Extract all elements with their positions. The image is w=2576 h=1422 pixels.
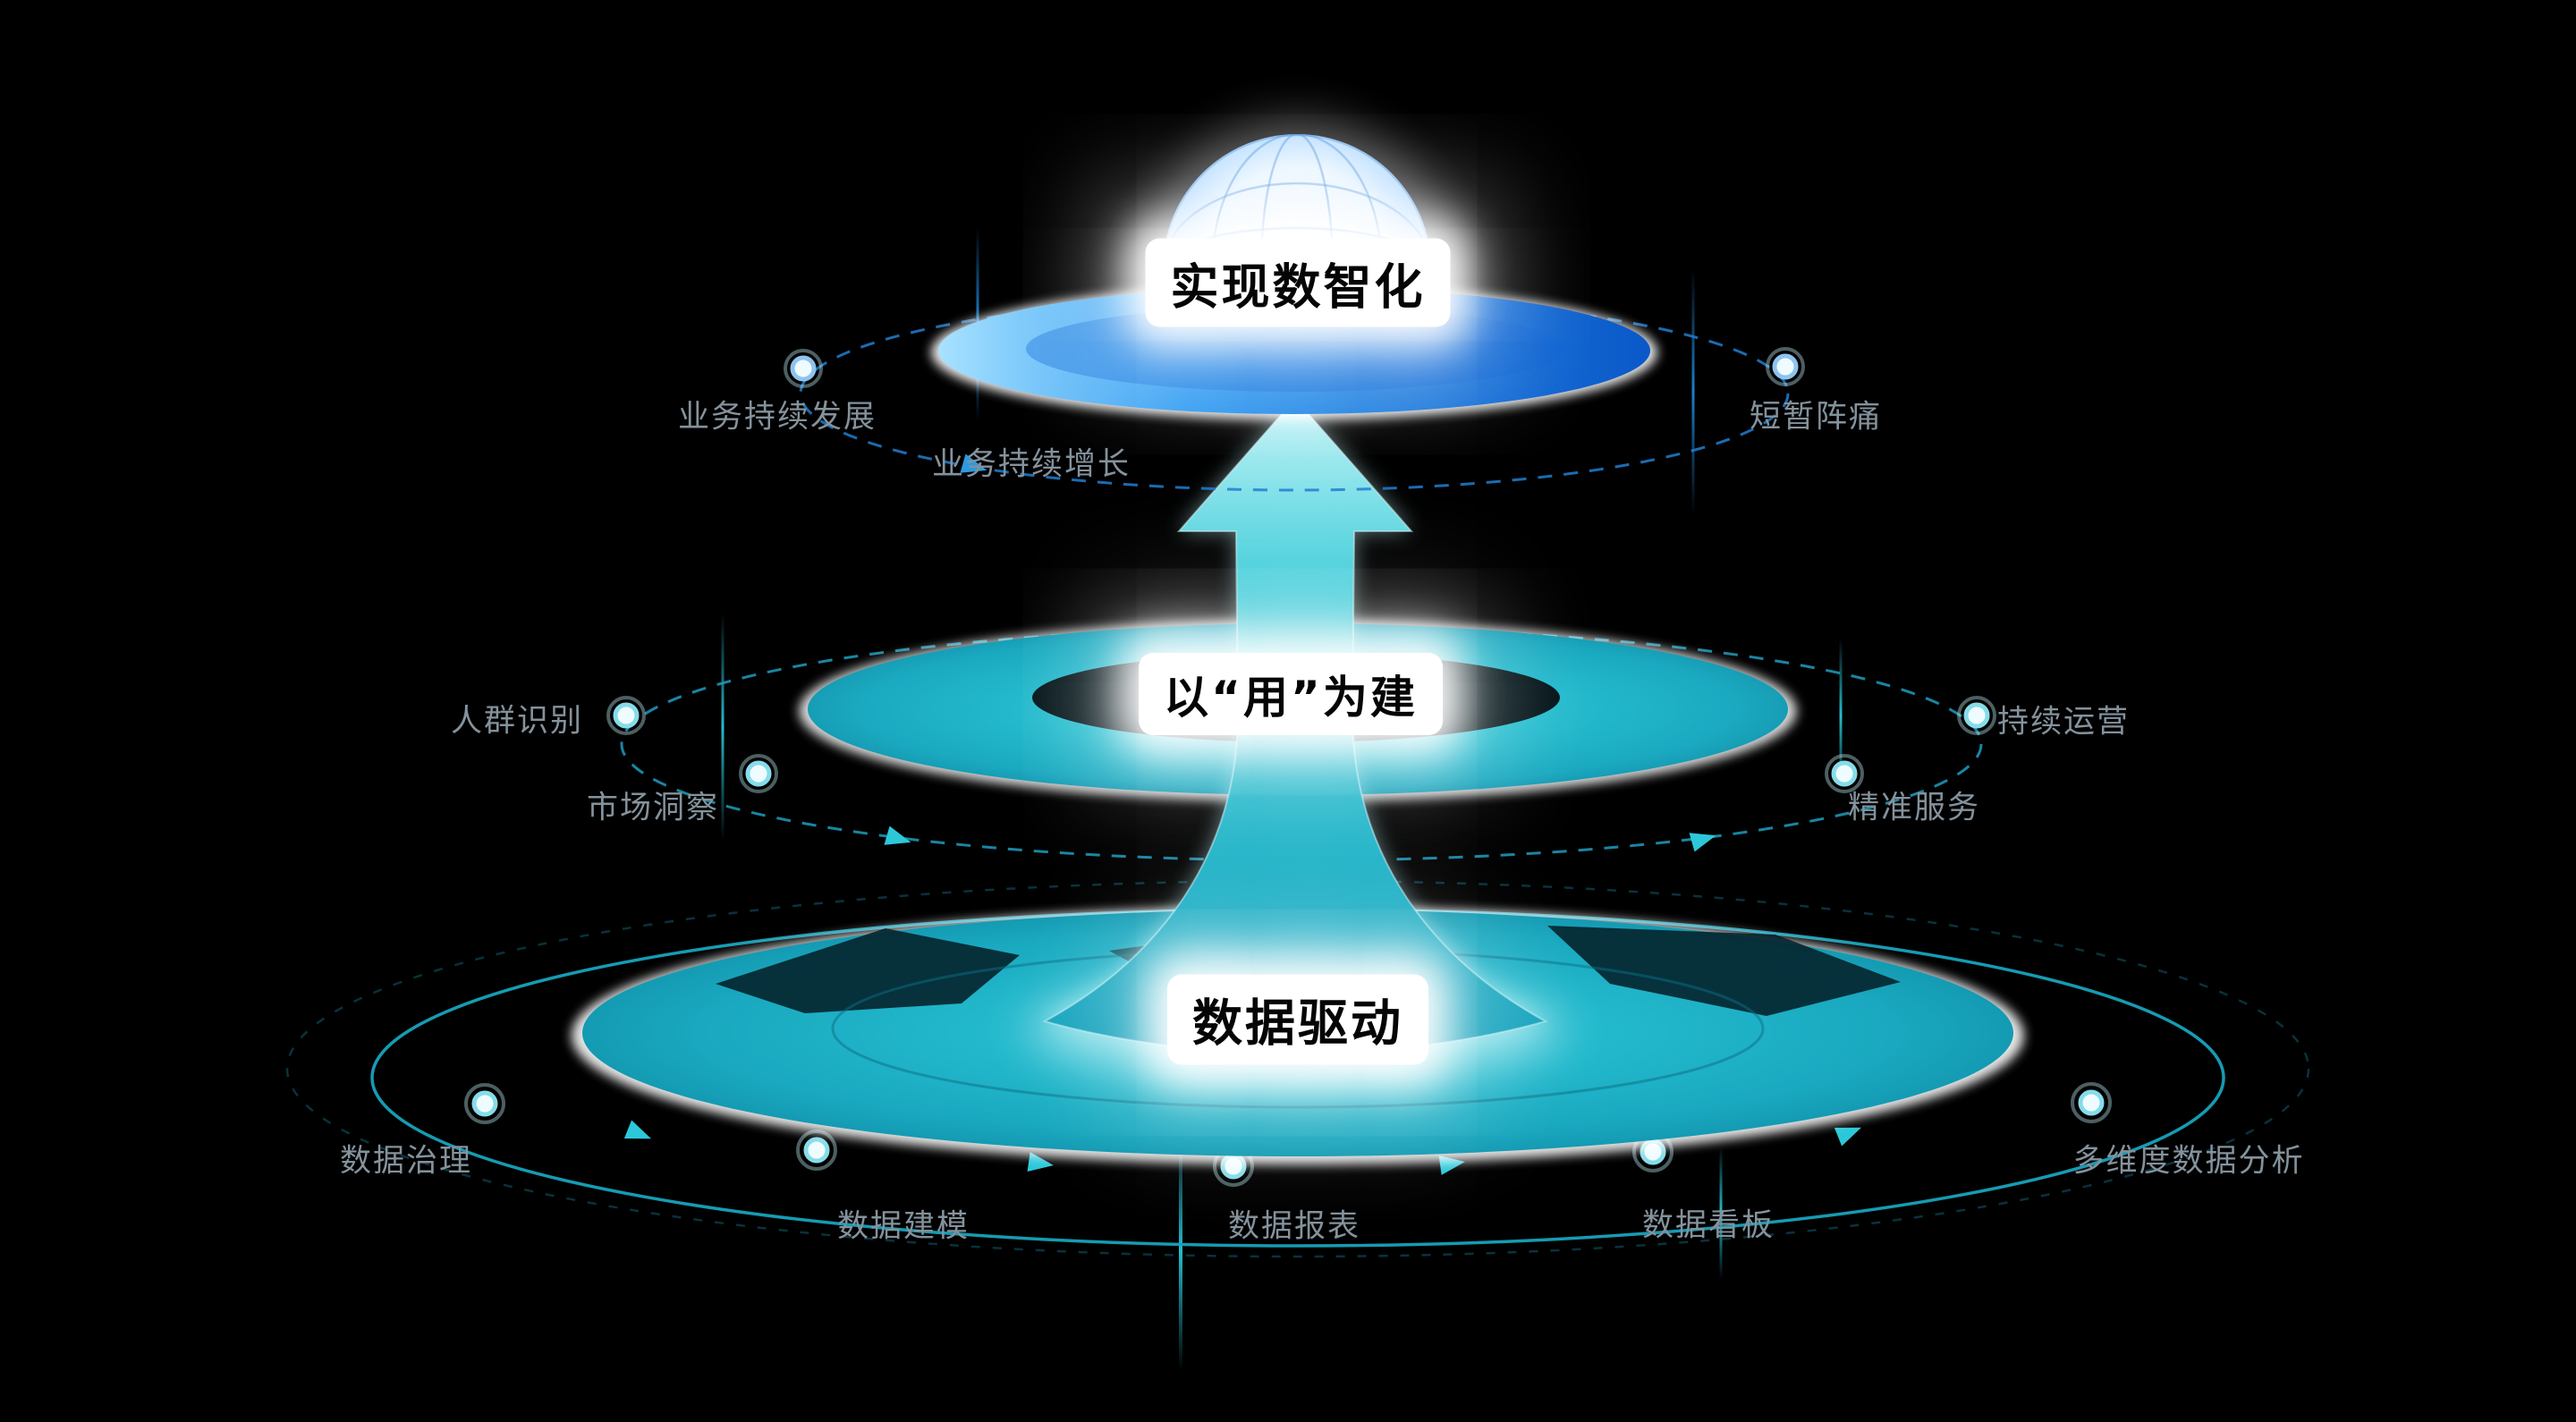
bottom-outer-orbit-ring (285, 879, 2310, 1258)
top-disc-inner-shade (1026, 306, 1563, 392)
light-pillar (1691, 268, 1695, 514)
top-orbit-ring (799, 295, 1790, 492)
tier-label-bottom: 数据驱动 (1167, 974, 1428, 1065)
label-short-term-pain: 短暂阵痛 (1749, 399, 1883, 436)
orbit-node (796, 1130, 837, 1171)
disc-texture (716, 928, 1020, 1013)
tier-label-top: 实现数智化 (1145, 238, 1451, 327)
flow-arrow-icon (884, 825, 911, 845)
flow-arrow-icon (623, 1120, 651, 1139)
flow-arrow-icon (1027, 1152, 1054, 1172)
label-data-modeling: 数据建模 (836, 1208, 970, 1245)
flow-arrow-icon (1689, 833, 1716, 852)
label-multidimensional-data-analysis: 多维度数据分析 (2072, 1143, 2305, 1180)
flow-arrow-icon (960, 453, 987, 473)
disc-texture (1547, 926, 1901, 1016)
label-data-dashboards: 数据看板 (1641, 1207, 1775, 1244)
tier-label-middle: 以“用”为建 (1139, 653, 1443, 735)
orbit-node (1825, 754, 1864, 793)
top-orbit (784, 295, 1805, 492)
light-pillar (1839, 639, 1843, 792)
orbit-node (2071, 1082, 2112, 1123)
label-data-reports: 数据报表 (1227, 1208, 1361, 1245)
top-disc-surface (938, 287, 1650, 414)
label-crowd-identification: 人群识别 (450, 703, 584, 740)
orbit-node (1766, 347, 1805, 386)
light-pillar (721, 614, 724, 841)
label-precision-service: 精准服务 (1847, 790, 1981, 826)
label-continuous-operation: 持续运营 (1996, 704, 2131, 741)
orbit-node (606, 696, 646, 735)
label-business-sustained-development: 业务持续发展 (677, 399, 877, 436)
light-pillar (1179, 1131, 1182, 1370)
orbit-node (784, 349, 823, 388)
label-market-insight: 市场洞察 (586, 790, 720, 826)
flow-arrow-icon (1834, 1127, 1861, 1147)
light-pillar (1719, 1147, 1723, 1279)
label-data-governance: 数据治理 (339, 1143, 473, 1180)
orbit-node (1957, 696, 1996, 735)
orbit-node (739, 754, 778, 793)
orbit-node (464, 1083, 505, 1124)
label-business-sustained-growth: 业务持续增长 (931, 446, 1131, 483)
top-disc (931, 285, 1657, 419)
